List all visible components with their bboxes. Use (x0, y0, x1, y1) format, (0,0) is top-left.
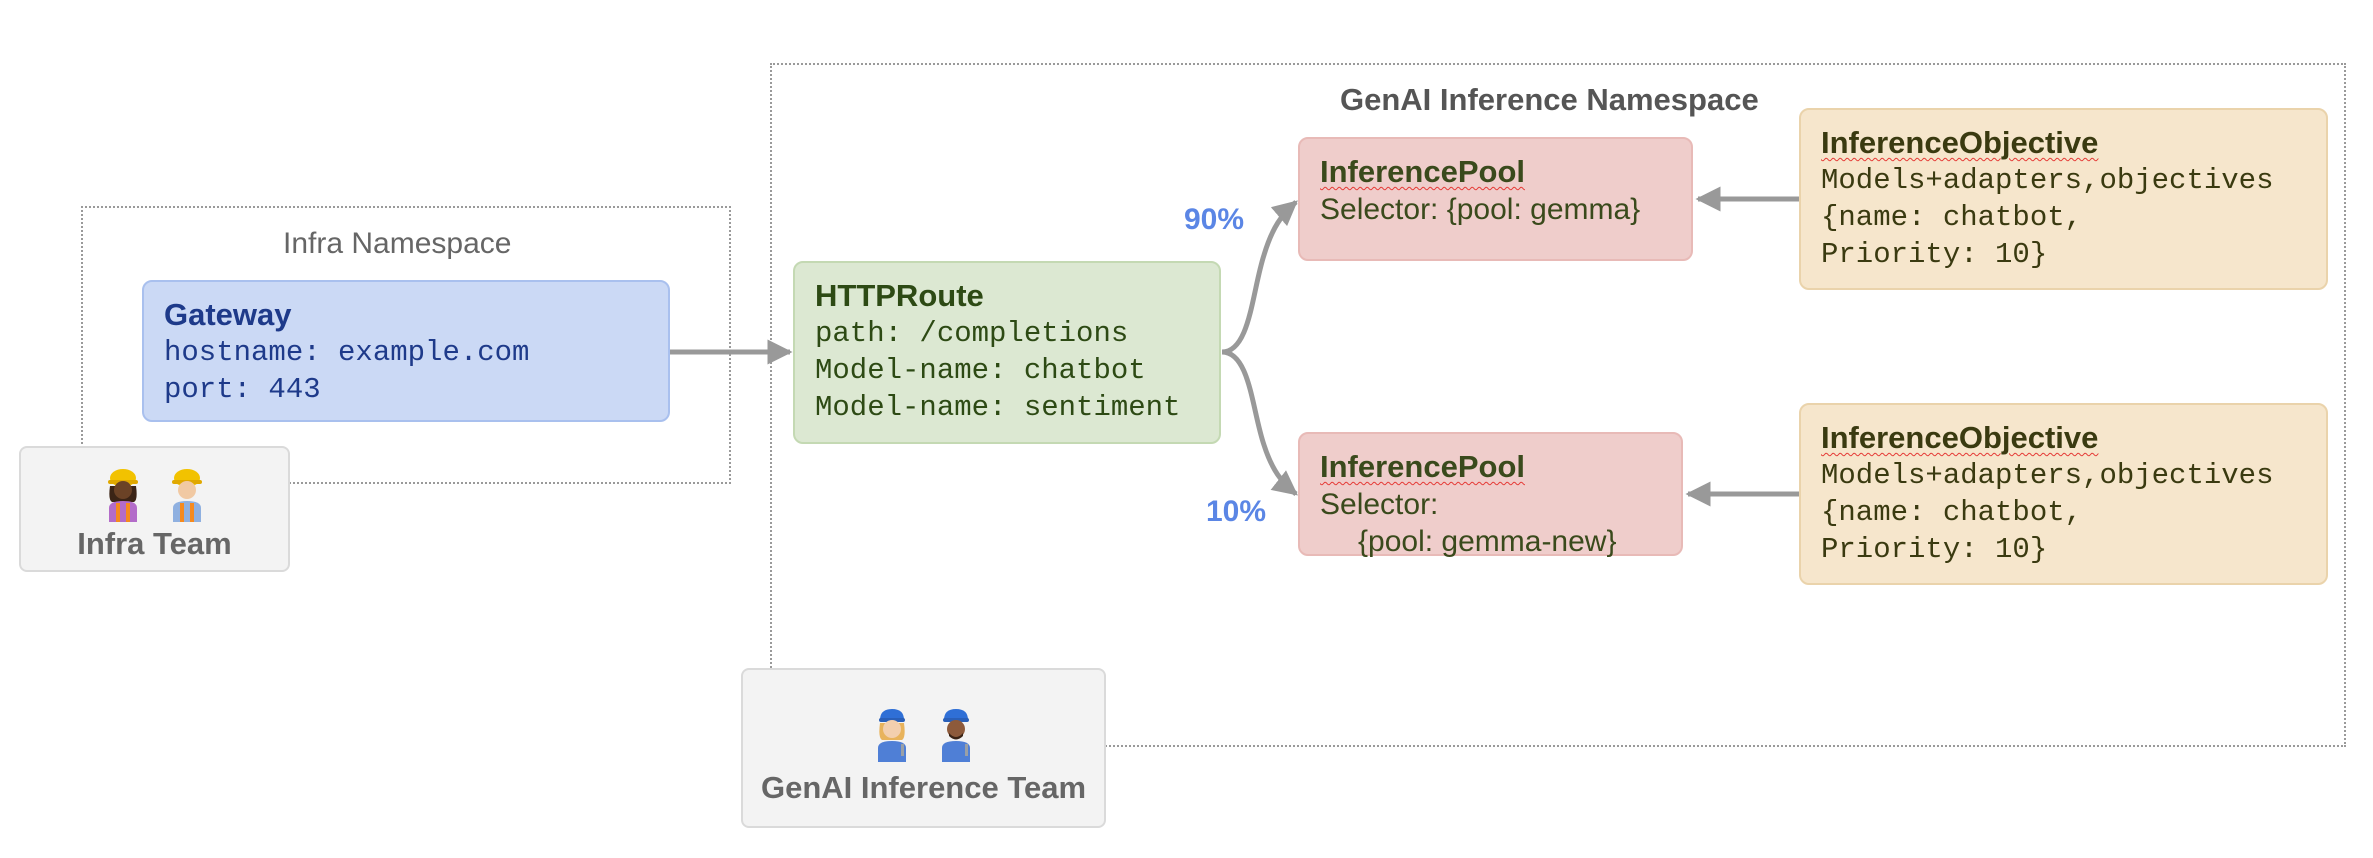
gateway-hostname: hostname: example.com (164, 336, 530, 369)
httproute-path: path: /completions (815, 317, 1129, 350)
inference-pool-selector-value: {pool: gemma-new} (1358, 525, 1617, 558)
genai-team-card: GenAI Inference Team (741, 668, 1106, 828)
route-to-pool-a-arrow (1221, 200, 1298, 355)
inference-objective-line: {name: chatbot, (1821, 496, 2083, 529)
httproute-model-chatbot: Model-name: chatbot (815, 354, 1146, 387)
inference-objective-title: InferenceObjective (1821, 420, 2099, 455)
gateway-box: Gateway hostname: example.com port: 443 (142, 280, 670, 422)
httproute-box: HTTPRoute path: /completions Model-name:… (793, 261, 1221, 444)
inference-objective-line: Models+adapters,objectives (1821, 164, 2274, 197)
genai-namespace-region (770, 63, 2346, 747)
inference-objective-line: {name: chatbot, (1821, 201, 2083, 234)
httproute-model-sentiment: Model-name: sentiment (815, 391, 1181, 424)
route-percent-label: 90% (1184, 203, 1245, 236)
inference-objective-box: InferenceObjective Models+adapters,objec… (1799, 108, 2328, 290)
inference-objective-line: Priority: 10} (1821, 238, 2048, 271)
inference-pool-box: InferencePool Selector: {pool: gemma-new… (1298, 432, 1683, 558)
inference-pool-selector-label: Selector: (1320, 488, 1439, 521)
inference-objective-line: Models+adapters,objectives (1821, 459, 2274, 492)
route-to-pool-b-arrow (1221, 349, 1298, 496)
mechanic-woman-icon (877, 709, 906, 762)
inference-pool-title: InferencePool (1320, 154, 1525, 189)
infra-namespace-region (81, 206, 731, 484)
infra-namespace-title: Infra Namespace (283, 227, 512, 260)
genai-team-icons (743, 706, 1104, 762)
httproute-title: HTTPRoute (815, 278, 984, 313)
infra-team-icons (21, 466, 288, 522)
construction-worker-man-icon (171, 469, 202, 522)
genai-team-label: GenAI Inference Team (760, 770, 1087, 805)
infra-team-label: Infra Team (77, 526, 232, 561)
construction-worker-woman-icon (107, 469, 138, 522)
inference-objective-title: InferenceObjective (1821, 125, 2099, 160)
inference-objective-line: Priority: 10} (1821, 533, 2048, 566)
inference-objective-box: InferenceObjective Models+adapters,objec… (1799, 403, 2328, 585)
gateway-title: Gateway (164, 297, 292, 332)
inference-pool-title: InferencePool (1320, 449, 1525, 484)
mechanic-man-icon (941, 709, 970, 762)
inference-pool-selector: Selector: {pool: gemma} (1320, 193, 1641, 226)
gateway-port: port: 443 (164, 373, 321, 406)
inference-pool-box: InferencePool Selector: {pool: gemma} (1298, 137, 1693, 261)
infra-team-card: Infra Team (19, 446, 290, 572)
genai-namespace-title: GenAI Inference Namespace (1340, 82, 1759, 117)
route-percent-label: 10% (1206, 495, 1267, 528)
